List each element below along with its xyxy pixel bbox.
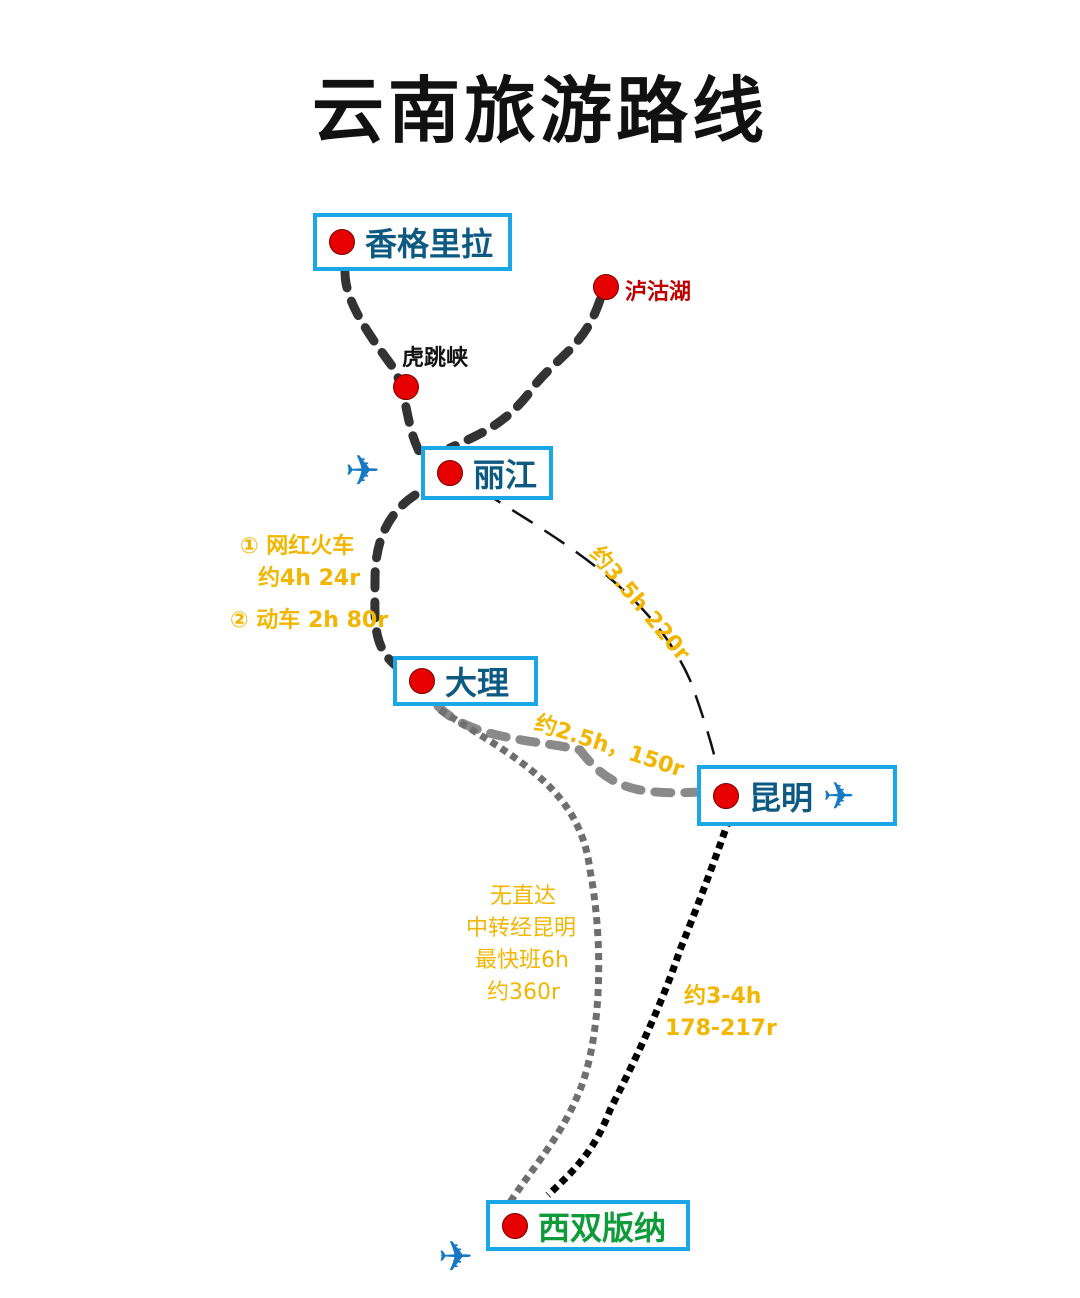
- city-box-shangrila[interactable]: 香格里拉: [313, 213, 512, 271]
- city-box-lijiang[interactable]: 丽江: [421, 446, 553, 500]
- route-label-dali-banna-4: 约360r: [487, 980, 561, 1005]
- route-label-dali-banna-3: 最快班6h: [475, 948, 569, 973]
- spot-label-lugu-lake: 泸沽湖: [625, 280, 692, 305]
- route-lijiang-dali: [370, 490, 420, 670]
- location-dot-icon: [713, 782, 739, 809]
- route-label-train-2: ② 动车 2h 80r: [230, 608, 389, 633]
- route-label-kunming-banna-1: 约3-4h: [684, 984, 762, 1009]
- spot-label-tiger-leaping-gorge: 虎跳峡: [402, 346, 469, 371]
- city-box-xishuangbanna[interactable]: 西双版纳: [486, 1200, 690, 1251]
- airplane-icon: ✈: [438, 1232, 474, 1281]
- route-lugu-lijiang: [445, 295, 605, 453]
- spot-dot-tiger-leaping-gorge: [393, 374, 419, 400]
- city-box-dali[interactable]: 大理: [393, 656, 538, 706]
- city-label-xishuangbanna: 西双版纳: [538, 1208, 667, 1247]
- route-label-train-1-detail: 约4h 24r: [258, 566, 361, 591]
- page-title: 云南旅游路线: [311, 69, 768, 153]
- location-dot-icon: [437, 460, 463, 486]
- location-dot-icon: [409, 668, 435, 694]
- city-label-dali: 大理: [445, 664, 510, 702]
- route-label-kunming-banna-2: 178-217r: [665, 1016, 777, 1041]
- city-box-kunming[interactable]: 昆明 ✈: [697, 765, 897, 826]
- route-kunming-banna: [545, 806, 737, 1198]
- city-label-kunming: 昆明: [749, 778, 814, 817]
- route-label-dali-banna-1: 无直达: [490, 884, 557, 909]
- route-label-train-1: ① 网红火车: [240, 534, 355, 559]
- city-label-lijiang: 丽江: [473, 456, 538, 494]
- route-shangrila-lijiang: [340, 267, 430, 467]
- spot-dot-lugu-lake: [593, 274, 619, 300]
- city-label-shangrila: 香格里拉: [365, 225, 494, 263]
- route-dali-banna: [438, 707, 603, 1212]
- location-dot-icon: [502, 1212, 528, 1239]
- airplane-icon: ✈: [823, 773, 855, 818]
- location-dot-icon: [329, 229, 355, 255]
- route-lijiang-kunming: [479, 488, 722, 781]
- airplane-icon: ✈: [345, 446, 381, 495]
- route-label-dali-banna-2: 中转经昆明: [466, 916, 577, 941]
